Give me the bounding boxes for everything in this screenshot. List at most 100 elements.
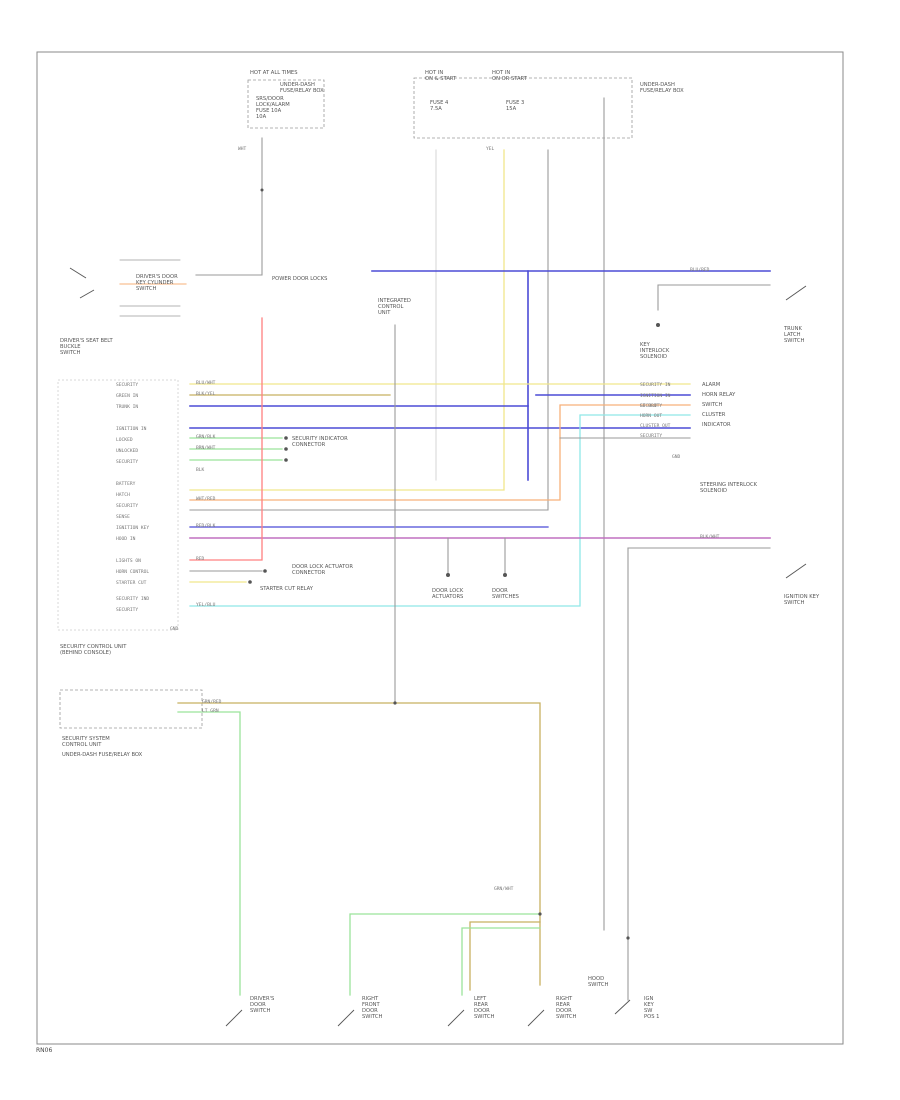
- label-icu1: INTEGRATED: [378, 298, 411, 304]
- label-fuse10-1: SRS/DOOR: [256, 96, 284, 102]
- wire-label-5: BRN/WHT: [196, 445, 216, 451]
- wire-label-7: RED: [196, 556, 205, 562]
- label-lr-door2: REAR: [474, 1002, 488, 1008]
- label-rf-door2: FRONT: [362, 1002, 381, 1008]
- label-sec-ind1: SECURITY INDICATOR: [292, 436, 348, 442]
- label-fuse3-2: 15A: [506, 106, 517, 112]
- wire-label-6: WHT/RED: [196, 496, 216, 502]
- label-steer-unit2: CONTROL UNIT: [62, 742, 102, 748]
- label-steering-sol2: SOLENOID: [700, 488, 727, 494]
- left-pin-0: SECURITY: [116, 382, 138, 388]
- label-hot-on-start2: ON & START: [425, 76, 457, 82]
- label-hood1: HOOD: [588, 976, 604, 982]
- label-steer-unit1: SECURITY SYSTEM: [62, 736, 110, 742]
- label-door-sw2: SWITCHES: [492, 594, 519, 600]
- label-actuators2: ACTUATORS: [432, 594, 463, 600]
- label-drv-door2: DOOR: [250, 1002, 266, 1008]
- wire-label-1: YEL: [486, 146, 495, 152]
- label-door-key2: KEY CYLINDER: [136, 280, 174, 286]
- steering-unit-box: [59, 689, 203, 729]
- wire-label-4: GRN/BLK: [196, 434, 216, 440]
- label-door-lock-conn2: CONNECTOR: [292, 570, 326, 576]
- right-pin-1: IGNITION IN: [640, 393, 671, 399]
- label-fuse10-4: 10A: [256, 114, 267, 120]
- switch-symbols: [69, 267, 807, 1027]
- wire-green-lr: [461, 927, 541, 996]
- left-pin-9: BATTERY: [116, 481, 136, 487]
- label-lr-door3: DOOR: [474, 1008, 490, 1014]
- label-ign-key1: IGN: [644, 996, 654, 1002]
- label-sec-ind2: CONNECTOR: [292, 442, 326, 448]
- label-drv-door1: DRIVER'S: [250, 996, 274, 1002]
- wire-green-main: [177, 711, 241, 996]
- left-pin-12: SENSE: [116, 514, 130, 520]
- wire-label-2: BLU/WHT: [196, 380, 216, 386]
- wire-label-11: BLU/RED: [690, 267, 710, 273]
- label-right-unit4: CLUSTER: [702, 412, 726, 418]
- connection-dots: [248, 188, 660, 940]
- label-trunk3: SWITCH: [784, 338, 804, 344]
- label-fuse-box-a1: UNDER-DASH: [280, 82, 315, 88]
- wire-green-rf: [349, 913, 541, 996]
- label-hot-on-or-start2: ON OR START: [492, 76, 528, 82]
- left-pin-2: TRUNK IN: [116, 404, 138, 410]
- left-pin-21: GND: [170, 626, 179, 632]
- label-door-sw1: DOOR: [492, 588, 508, 594]
- label-fuse-box-a2: FUSE/RELAY BOX: [280, 88, 324, 94]
- wire-olive-lr: [469, 921, 541, 991]
- label-seatbelt2: BUCKLE: [60, 344, 81, 350]
- wire-label-12: BLK: [196, 467, 205, 473]
- left-pin-19: SECURITY IND: [116, 596, 149, 602]
- wire-cyan: [189, 414, 691, 607]
- label-icu3: UNIT: [378, 310, 391, 316]
- wire-fuse1: [195, 137, 263, 276]
- left-pin-10: HATCH: [116, 492, 130, 498]
- left-pin-18: STARTER CUT: [116, 580, 147, 586]
- label-fuse-box-b2: FUSE/RELAY BOX: [640, 88, 684, 94]
- label-ign-key2: KEY: [644, 1002, 655, 1008]
- wire-fuse3-yellow: [189, 149, 505, 491]
- label-hot-at-all-times: HOT AT ALL TIMES: [250, 70, 298, 76]
- label-ign-switch2: SWITCH: [784, 600, 804, 606]
- wire-fuse4-gray: [189, 149, 549, 511]
- label-keyint2: INTERLOCK: [640, 348, 670, 354]
- label-actuators1: DOOR LOCK: [432, 588, 464, 594]
- wire-red: [189, 317, 263, 561]
- left-pin-14: HOOD IN: [116, 536, 136, 542]
- label-trunk1: TRUNK: [783, 326, 802, 332]
- label-keyint1: KEY: [640, 342, 651, 348]
- right-pin-labels: SECURITY IN IGNITION IN SECURITY HORN OU…: [640, 382, 681, 460]
- left-pin-11: SECURITY: [116, 503, 138, 509]
- label-lr-door1: LEFT: [474, 996, 487, 1002]
- wire-label-9: LT GRN: [202, 708, 219, 714]
- label-ign-key4: POS 1: [644, 1014, 659, 1020]
- left-pin-20: SECURITY: [116, 607, 138, 613]
- wire-color-labels: WHT YEL BLU/WHT BLK/YEL GRN/BLK BRN/WHT …: [196, 146, 720, 892]
- label-keyint3: SOLENOID: [640, 354, 667, 360]
- label-drv-door3: SWITCH: [250, 1008, 270, 1014]
- label-hot-on-or-start1: HOT IN: [492, 70, 510, 76]
- label-door-key1: DRIVER'S DOOR: [136, 274, 178, 280]
- wire-orange: [189, 404, 691, 501]
- label-right-unit3: SWITCH: [702, 402, 722, 408]
- label-hot-on-start1: HOT IN: [425, 70, 443, 76]
- label-rr-door4: SWITCH: [556, 1014, 576, 1020]
- label-rr-door2: REAR: [556, 1002, 570, 1008]
- right-pin-2: SECURITY: [640, 403, 662, 409]
- label-rr-door3: DOOR: [556, 1008, 572, 1014]
- label-lr-door4: SWITCH: [474, 1014, 494, 1020]
- wire-trunk-latch: [657, 284, 771, 311]
- wire-label-14: GRN/WHT: [494, 886, 514, 892]
- label-fuse10-3: FUSE 10A: [256, 108, 282, 114]
- label-fuse4-1: FUSE 4: [430, 100, 449, 106]
- label-rr-door1: RIGHT: [556, 996, 573, 1002]
- wire-label-16: BLK/WHT: [700, 534, 720, 540]
- label-right-unit5: INDICATOR: [702, 422, 731, 428]
- label-seatbelt1: DRIVER'S SEAT BELT: [60, 338, 113, 344]
- label-right-unit1: ALARM: [702, 382, 720, 388]
- label-door-lock-conn1: DOOR LOCK ACTUATOR: [292, 564, 353, 570]
- right-pin-4: CLUSTER OUT: [640, 423, 671, 429]
- right-pin-6: GND: [672, 454, 681, 460]
- label-scu2: (BEHIND CONSOLE): [60, 650, 111, 656]
